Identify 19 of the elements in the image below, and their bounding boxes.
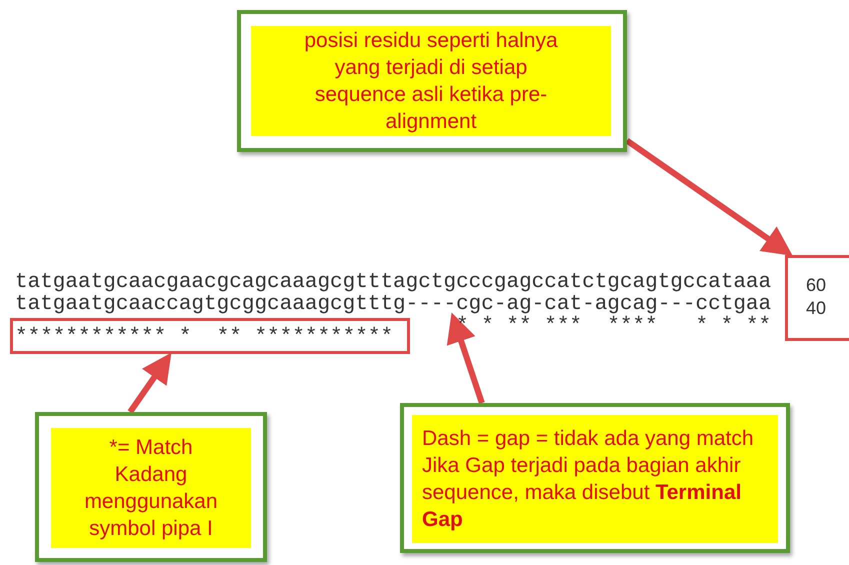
callout-box — [400, 403, 790, 553]
arrow — [625, 138, 793, 256]
match-symbols: ************ * ** *********** — [15, 327, 394, 349]
position-number: 40 — [806, 297, 826, 319]
highlight-frame — [10, 318, 410, 354]
callout-box — [35, 412, 267, 562]
sequence-text: tatgaatgcaaccagtgcggcaaagcgtttg----cgc-ag-cat-agcag---cctgaa — [15, 294, 772, 316]
callout-text: posisi residu seperti halnya yang terjadi di setiap sequence asli ketika pre-alignment — [303, 28, 559, 135]
highlight-frame — [785, 255, 849, 341]
match-symbols: * * ** *** **** * * ** — [456, 316, 772, 338]
callout-text: Jika Gap terjadi pada bagian akhir sequence, maka disebut Terminal Gap — [422, 453, 742, 533]
callout-box — [237, 10, 627, 152]
sequence-text: tatgaatgcaacgaacgcagcaaagcgtttagctgcccgagccatctgcagtgccataaa — [15, 272, 772, 294]
callout-text: Kadang menggunakan symbol pipa I — [83, 462, 219, 542]
arrow — [128, 352, 172, 414]
callout-text: *= Match — [108, 435, 194, 461]
callout-text: Dash = gap = tidak ada yang match — [422, 426, 755, 452]
position-number: 60 — [806, 274, 826, 296]
arrow — [446, 312, 485, 404]
